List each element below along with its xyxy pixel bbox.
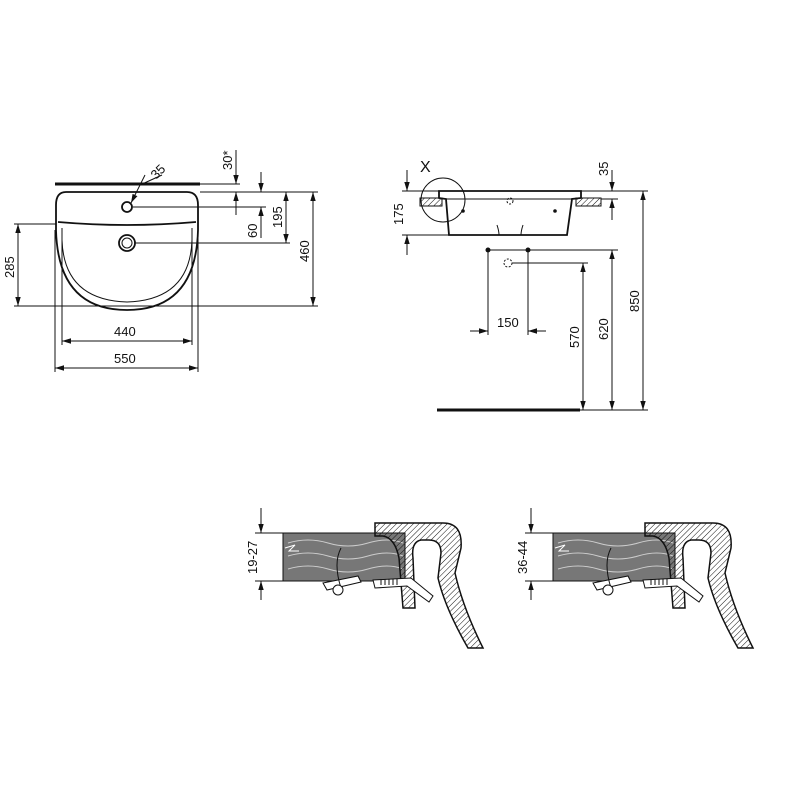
dim-fixing-spacing: 150 xyxy=(497,315,519,330)
dim-rim-thickness: 35 xyxy=(596,162,611,176)
detail-circle xyxy=(420,177,466,223)
drain-inner xyxy=(121,237,133,249)
dim-overall-width: 550 xyxy=(114,351,136,366)
basin-section xyxy=(438,190,582,236)
dim-height: 175 xyxy=(391,203,406,225)
dim-tap-hole-offset: 60 xyxy=(245,224,260,238)
detail-thin-counter: 19-27 xyxy=(245,508,484,649)
counter-left xyxy=(419,197,443,207)
dim-tap-hole-offset-top: 30* xyxy=(220,150,235,170)
dim-waste-height: 570 xyxy=(567,326,582,348)
drain-outer xyxy=(118,234,136,252)
detail-thickness-label: 19-27 xyxy=(245,541,260,574)
dim-top-height: 850 xyxy=(627,290,642,312)
detail-marker: X xyxy=(420,159,431,176)
dim-tap-hole-diameter: 35 xyxy=(148,161,169,182)
front-view: 35 30* 60 195 460 285 440 550 xyxy=(2,150,318,372)
basin-outline xyxy=(55,191,199,311)
detail-thick-counter: 36-44 xyxy=(515,508,754,649)
dim-bowl-width: 440 xyxy=(114,324,136,339)
dim-drain-offset: 195 xyxy=(270,206,285,228)
side-view: X 175 35 150 570 620 850 xyxy=(391,159,648,412)
counter-right xyxy=(575,197,602,207)
tap-hole xyxy=(121,201,133,213)
dim-depth-total: 460 xyxy=(297,240,312,262)
dim-bowl-depth: 285 xyxy=(2,256,17,278)
dim-fixing-height: 620 xyxy=(596,318,611,340)
detail-thickness-label: 36-44 xyxy=(515,541,530,574)
